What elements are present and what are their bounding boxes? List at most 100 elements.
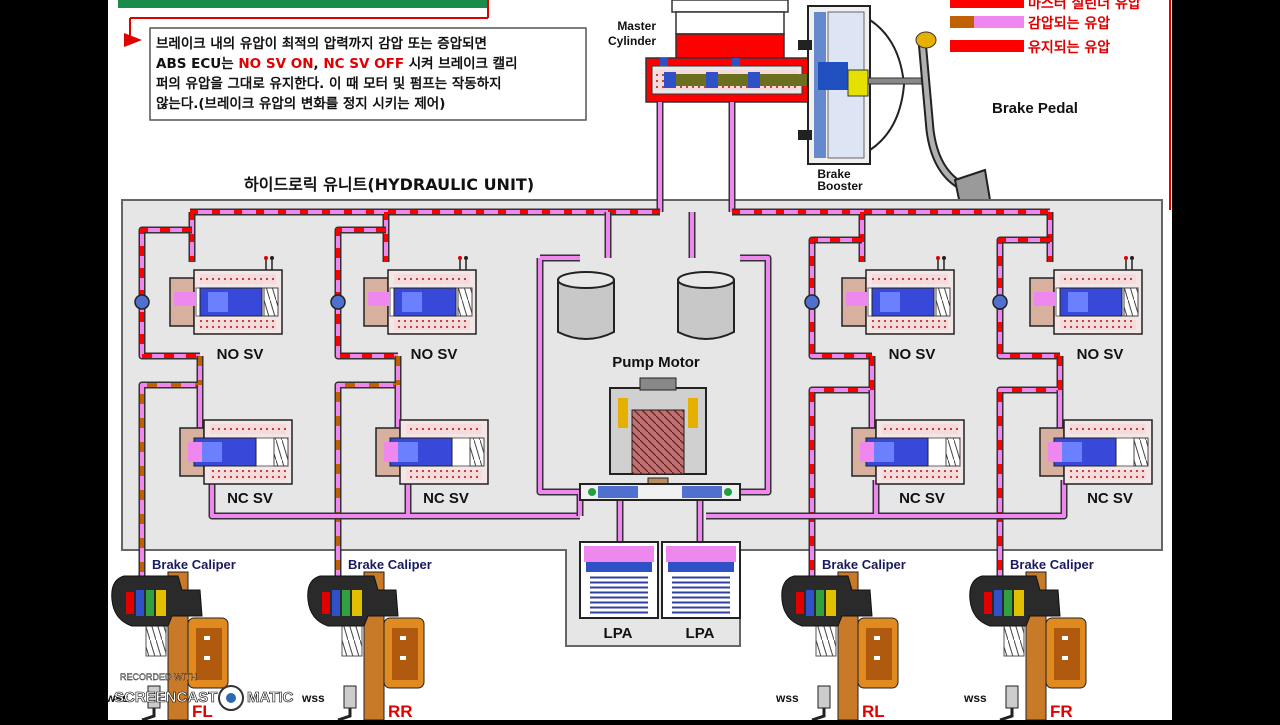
no-plunger-highlight xyxy=(208,292,228,312)
no-spring xyxy=(1123,287,1139,317)
hub-bolt-b xyxy=(874,656,880,660)
hub-bolt-a xyxy=(400,636,406,640)
nc-valve-rl: NC SV xyxy=(851,419,965,507)
no-plunger-highlight xyxy=(1068,292,1088,312)
nc-port xyxy=(860,442,874,462)
nc-coil-top xyxy=(406,424,482,434)
top-tab-strip xyxy=(118,0,489,47)
nc-valve-fl: NC SV xyxy=(179,419,293,507)
hub-bolt-b xyxy=(1062,656,1068,660)
low-pressure-accumulators: LPA LPA xyxy=(579,541,741,642)
lpa-label-left: LPA xyxy=(604,625,633,642)
wss-label: wss xyxy=(105,691,129,705)
legend-label-hold: 유지되는 유압 xyxy=(1028,40,1110,56)
brake-booster-label-1: Brake xyxy=(817,167,851,181)
no-coil-bottom xyxy=(394,320,470,330)
caliper-pad-a xyxy=(806,590,814,616)
master-cylinder: Master Cylinder xyxy=(608,0,815,103)
info-line-1: 브레이크 내의 유압이 최적의 압력까지 감압 또는 증압되면 xyxy=(156,35,487,52)
wss-label: wss xyxy=(963,691,987,705)
no-coil-bottom xyxy=(200,320,276,330)
brake-caliper-label: Brake Caliper xyxy=(152,557,236,572)
nc-plunger-highlight xyxy=(398,442,418,462)
caliper-pad-b xyxy=(342,590,350,616)
nc-spring xyxy=(273,437,289,467)
nc-sv-label: NC SV xyxy=(899,490,945,507)
hub-bolt-a xyxy=(204,636,210,640)
caliper-piston xyxy=(984,592,992,614)
wheel-hub-inner xyxy=(392,628,418,680)
caliper-pad-c xyxy=(156,590,166,616)
caliper-pad-c xyxy=(826,590,836,616)
caliper-pad-b xyxy=(146,590,154,616)
wheel-hub-inner xyxy=(866,628,892,680)
nc-coil-top xyxy=(210,424,286,434)
check-valves xyxy=(134,294,1008,310)
caliper-pad-c xyxy=(1014,590,1024,616)
brake-booster-label-2: Booster xyxy=(817,179,863,193)
brake-caliper-label: Brake Caliper xyxy=(348,557,432,572)
wss-cable xyxy=(811,708,826,722)
wheel-speed-sensor xyxy=(817,685,831,709)
info-line-4: 않는다.(브레이크 유압의 변화를 정지 시키는 제어) xyxy=(156,95,445,112)
no-wire-tip-a xyxy=(458,256,462,260)
no-valve-fl: NO SV xyxy=(169,256,283,363)
no-plunger-highlight xyxy=(402,292,422,312)
nc-sv-label: NC SV xyxy=(227,490,273,507)
no-wire-tip-b xyxy=(464,256,468,260)
no-sv-label: NO SV xyxy=(1077,346,1124,363)
pump-motor-label: Pump Motor xyxy=(612,354,700,371)
nc-valve-rr: NC SV xyxy=(375,419,489,507)
wss-label: wss xyxy=(775,691,799,705)
wheel-label-rl: RL xyxy=(862,702,885,720)
no-valve-rr: NO SV xyxy=(363,256,477,363)
no-port xyxy=(1034,292,1056,306)
legend-swatch-hold xyxy=(950,40,1024,52)
no-wire-tip-b xyxy=(1130,256,1134,260)
brake-caliper-label: Brake Caliper xyxy=(1010,557,1094,572)
legend: 마스터 실린더 유압 감압되는 유압 유지되는 유압 xyxy=(950,0,1141,56)
master-cylinder-label-1: Master xyxy=(617,19,656,33)
no-valve-rl: NO SV xyxy=(841,256,955,363)
nc-spring xyxy=(469,437,485,467)
hub-bolt-b xyxy=(204,656,210,660)
info-line-2: ABS ECU는 NO SV ON, NC SV OFF 시켜 브레이크 캘리 xyxy=(156,55,518,72)
pump-reservoirs xyxy=(557,271,735,340)
tone-wheel xyxy=(341,625,363,657)
wss-cable xyxy=(141,708,156,722)
wss-label: wss xyxy=(301,691,325,705)
wss-cable xyxy=(999,708,1014,722)
no-coil-top xyxy=(1060,274,1136,284)
hydraulic-lines xyxy=(138,102,1068,590)
nc-spring xyxy=(945,437,961,467)
nc-plunger-highlight xyxy=(202,442,222,462)
master-cylinder-label-2: Cylinder xyxy=(608,34,656,48)
no-port xyxy=(846,292,868,306)
screencast-watermark: RECORDED WITH SCREENCAST MATIC xyxy=(114,672,294,711)
no-sv-label: NO SV xyxy=(217,346,264,363)
no-port xyxy=(174,292,196,306)
no-coil-top xyxy=(394,274,470,284)
watermark-brand2: MATIC xyxy=(247,689,294,706)
nc-plunger-highlight xyxy=(874,442,894,462)
caliper-pad-b xyxy=(816,590,824,616)
wheel-speed-sensor xyxy=(343,685,357,709)
legend-swatch-reduced-b xyxy=(974,16,1024,28)
nc-coil-top xyxy=(882,424,958,434)
watermark-brand: SCREENCAST xyxy=(114,689,217,706)
no-coil-top xyxy=(200,274,276,284)
info-line-3: 퍼의 유압을 그대로 유지한다. 이 때 모터 및 펌프는 작동하지 xyxy=(156,75,502,92)
lpa-label-right: LPA xyxy=(686,625,715,642)
wheel-label-rr: RR xyxy=(388,702,413,720)
wheel-label-fr: FR xyxy=(1050,702,1073,720)
nc-spring xyxy=(1133,437,1149,467)
hydraulic-unit-title: 하이드로릭 유니트(HYDRAULIC UNIT) xyxy=(244,175,534,194)
legend-label-master: 마스터 실린더 유압 xyxy=(1028,0,1141,12)
no-wire-tip-a xyxy=(1124,256,1128,260)
